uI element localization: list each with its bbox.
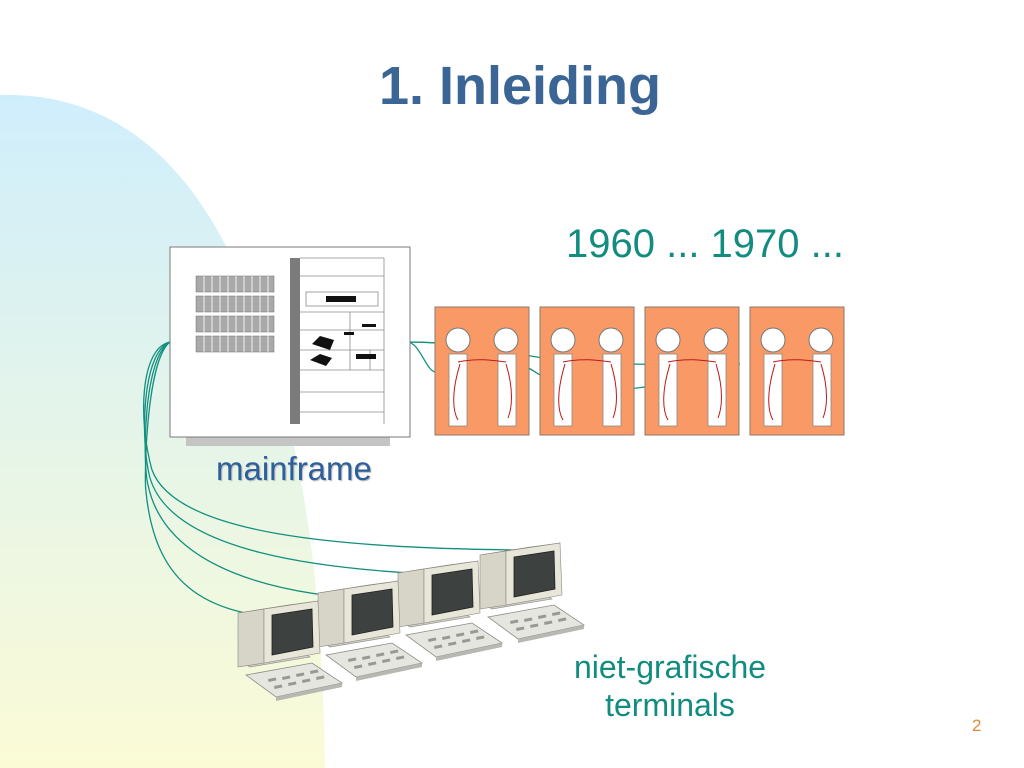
period-label: 1960 ... 1970 ...: [566, 222, 844, 266]
person-icon: [644, 306, 740, 436]
person-icon: [434, 306, 530, 436]
person-icon: [749, 306, 845, 436]
terminals-label: niet-grafische terminals: [540, 648, 800, 724]
slide-title: 1. Inleiding: [378, 56, 662, 116]
page-number: 2: [972, 716, 982, 735]
users-group: [434, 306, 845, 436]
mainframe-label: mainframe: [216, 450, 372, 487]
computer-terminal-icon: [479, 542, 585, 644]
background-curve-shape: [0, 94, 325, 768]
terminals-label-line2: terminals: [605, 687, 735, 723]
mainframe-cabinet-icon: [169, 246, 411, 446]
terminals-label-line1: niet-grafische: [573, 649, 767, 685]
person-icon: [539, 306, 635, 436]
